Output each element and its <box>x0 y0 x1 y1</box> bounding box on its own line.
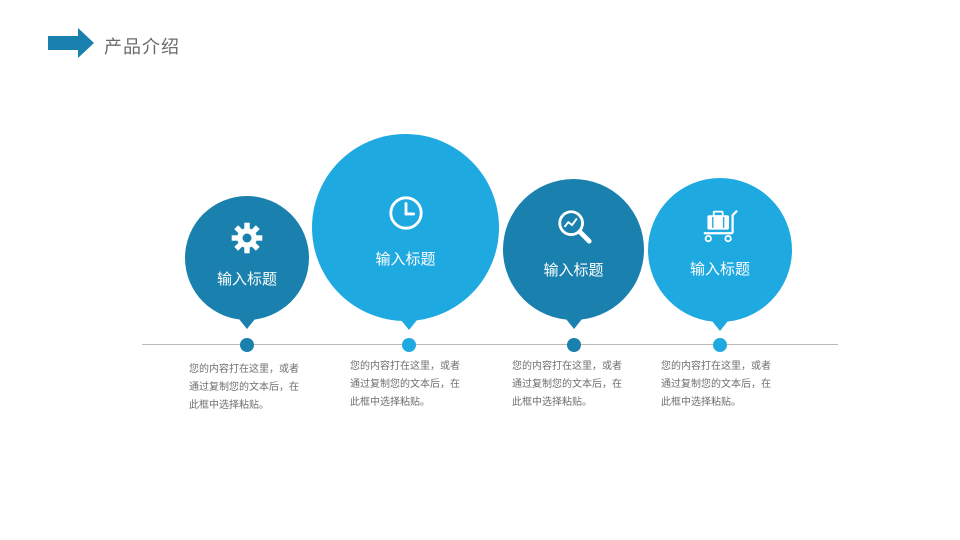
description-line: 此框中选择粘贴。 <box>350 397 430 408</box>
item-description: 您的内容打在这里，或者 通过复制您的文本后，在 此框中选择粘贴。 <box>189 361 319 415</box>
bubble-item-2: 输入标题 <box>312 134 499 321</box>
item-description: 您的内容打在这里，或者 通过复制您的文本后，在 此框中选择粘贴。 <box>512 358 642 412</box>
description-line: 通过复制您的文本后，在 <box>512 379 622 390</box>
bubble-item-4: 输入标题 <box>648 178 792 322</box>
description-line: 您的内容打在这里，或者 <box>189 364 299 375</box>
description-line: 此框中选择粘贴。 <box>512 397 592 408</box>
magnifier-chart-icon <box>557 210 592 244</box>
item-description: 您的内容打在这里，或者 通过复制您的文本后，在 此框中选择粘贴。 <box>350 358 480 412</box>
timeline-dot <box>402 338 416 352</box>
gear-icon <box>231 222 263 254</box>
bubble-pointer <box>566 319 582 329</box>
description-line: 您的内容打在这里，或者 <box>512 361 622 372</box>
bubble-title: 输入标题 <box>216 270 277 288</box>
header-arrow-icon <box>48 28 94 58</box>
clock-icon <box>388 196 423 230</box>
description-line: 此框中选择粘贴。 <box>661 397 741 408</box>
bubble-title: 输入标题 <box>543 261 604 279</box>
description-line: 您的内容打在这里，或者 <box>661 361 771 372</box>
bubble-item-1: 输入标题 <box>185 196 309 320</box>
timeline-dot <box>713 338 727 352</box>
bubble-pointer <box>401 320 417 330</box>
luggage-cart-icon <box>703 209 738 243</box>
bubble-pointer <box>712 321 728 331</box>
bubble-pointer <box>239 319 255 329</box>
description-line: 通过复制您的文本后，在 <box>189 382 299 393</box>
item-description: 您的内容打在这里，或者 通过复制您的文本后，在 此框中选择粘贴。 <box>661 358 791 412</box>
description-line: 通过复制您的文本后，在 <box>350 379 460 390</box>
bubble-item-3: 输入标题 <box>503 179 644 320</box>
bubble-title: 输入标题 <box>689 260 750 278</box>
bubble-title: 输入标题 <box>375 250 436 268</box>
description-line: 您的内容打在这里，或者 <box>350 361 460 372</box>
description-line: 通过复制您的文本后，在 <box>661 379 771 390</box>
timeline-dot <box>567 338 581 352</box>
timeline-line <box>142 344 838 345</box>
description-line: 此框中选择粘贴。 <box>189 400 269 411</box>
page-title: 产品介绍 <box>104 37 180 58</box>
timeline-dot <box>240 338 254 352</box>
